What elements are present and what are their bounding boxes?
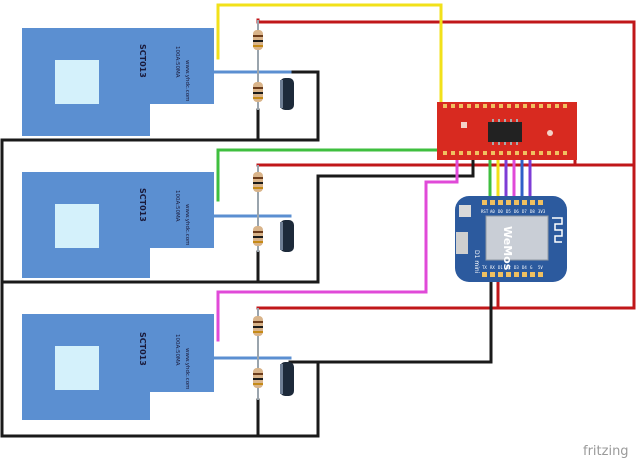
adc-chip-icon: [488, 122, 522, 142]
capacitor-icon: [280, 362, 294, 396]
module-brand-label: WeMos: [501, 226, 514, 271]
sensor-url-label: www.yhdc.com: [184, 348, 190, 390]
wemos-d1-mini-board: RST A0 D0 D5 D6 D7 D8 3V3 TX RX D1 D2 D3…: [455, 196, 567, 282]
divider-3: [253, 308, 294, 400]
pin-label: D5: [506, 209, 511, 214]
pin-label: TX: [482, 265, 487, 270]
sensor-body: [22, 314, 214, 420]
reset-button-icon: [459, 205, 471, 217]
pin-label: RX: [490, 265, 495, 270]
wire-magenta-signal-3: [216, 138, 459, 342]
sensor-window: [55, 60, 99, 104]
sensor-url-label: www.yhdc.com: [184, 60, 190, 102]
sensor-window: [55, 204, 99, 248]
sensor-model-label: SCT013: [138, 188, 147, 222]
sensor-model-label: SCT013: [138, 44, 147, 78]
pin-label: G: [530, 265, 533, 270]
adc-breakout-board: [437, 102, 577, 160]
sensor-model-label: SCT013: [138, 332, 147, 366]
sensor-3: SCT013 100A:50MA www.yhdc.com: [22, 314, 214, 420]
usb-port-icon: [456, 232, 468, 254]
pin-label: D3: [514, 265, 519, 270]
mcu-top-pin-row: [482, 200, 543, 205]
sensor-body: [22, 28, 214, 136]
adc-bottom-pins: [443, 151, 567, 155]
divider-1: [253, 20, 294, 110]
bottom-pin-labels: TX RX D1 D2 D3 D4 G 5V: [482, 265, 543, 270]
adc-top-pins: [443, 104, 567, 108]
wire-black-gnd-mcu: [316, 270, 493, 438]
pin-label: 5V: [538, 265, 543, 270]
pin-label: D0: [498, 209, 503, 214]
pin-label: A0: [490, 209, 495, 214]
board-name-label: D1 mini: [473, 250, 480, 274]
divider-2: [253, 165, 294, 252]
pin-label: D6: [514, 209, 519, 214]
sensor-rating-label: 100A:50MA: [174, 334, 180, 366]
sensor-rating-label: 100A:50MA: [174, 46, 180, 78]
pin-label: RST: [481, 209, 489, 214]
capacitor-icon: [280, 78, 294, 110]
top-pin-labels: RST A0 D0 D5 D6 D7 D8 3V3: [481, 209, 546, 214]
sensor-window: [55, 346, 99, 390]
wire-yellow-signal-1: [216, 3, 443, 107]
wire-black-gnd-1b: [256, 70, 320, 142]
adc-led-icon: [461, 122, 467, 128]
sensor-1: SCT013 100A:50MA www.yhdc.com: [22, 28, 214, 136]
wifi-antenna-icon: [552, 217, 563, 243]
mcu-bottom-pin-row: [482, 272, 543, 277]
pin-label: D1: [498, 265, 503, 270]
capacitor-icon: [280, 220, 294, 252]
fritzing-watermark: fritzing: [583, 444, 629, 459]
pin-label: 3V3: [538, 209, 546, 214]
wires: [0, 3, 636, 438]
pin-label: D4: [522, 265, 527, 270]
wire-black-gnd-2b: [256, 148, 475, 284]
pin-label: D8: [530, 209, 535, 214]
pin-label: D2: [506, 265, 511, 270]
sensor-body: [22, 172, 214, 278]
pin-label: D7: [522, 209, 527, 214]
adc-logo-icon: [547, 130, 553, 136]
sensor-rating-label: 100A:50MA: [174, 190, 180, 222]
esp-module-shield-icon: [486, 216, 548, 260]
wire-black-gnd-1: [0, 108, 260, 438]
sensor-2: SCT013 100A:50MA www.yhdc.com: [22, 172, 214, 278]
sensor-url-label: www.yhdc.com: [184, 204, 190, 246]
